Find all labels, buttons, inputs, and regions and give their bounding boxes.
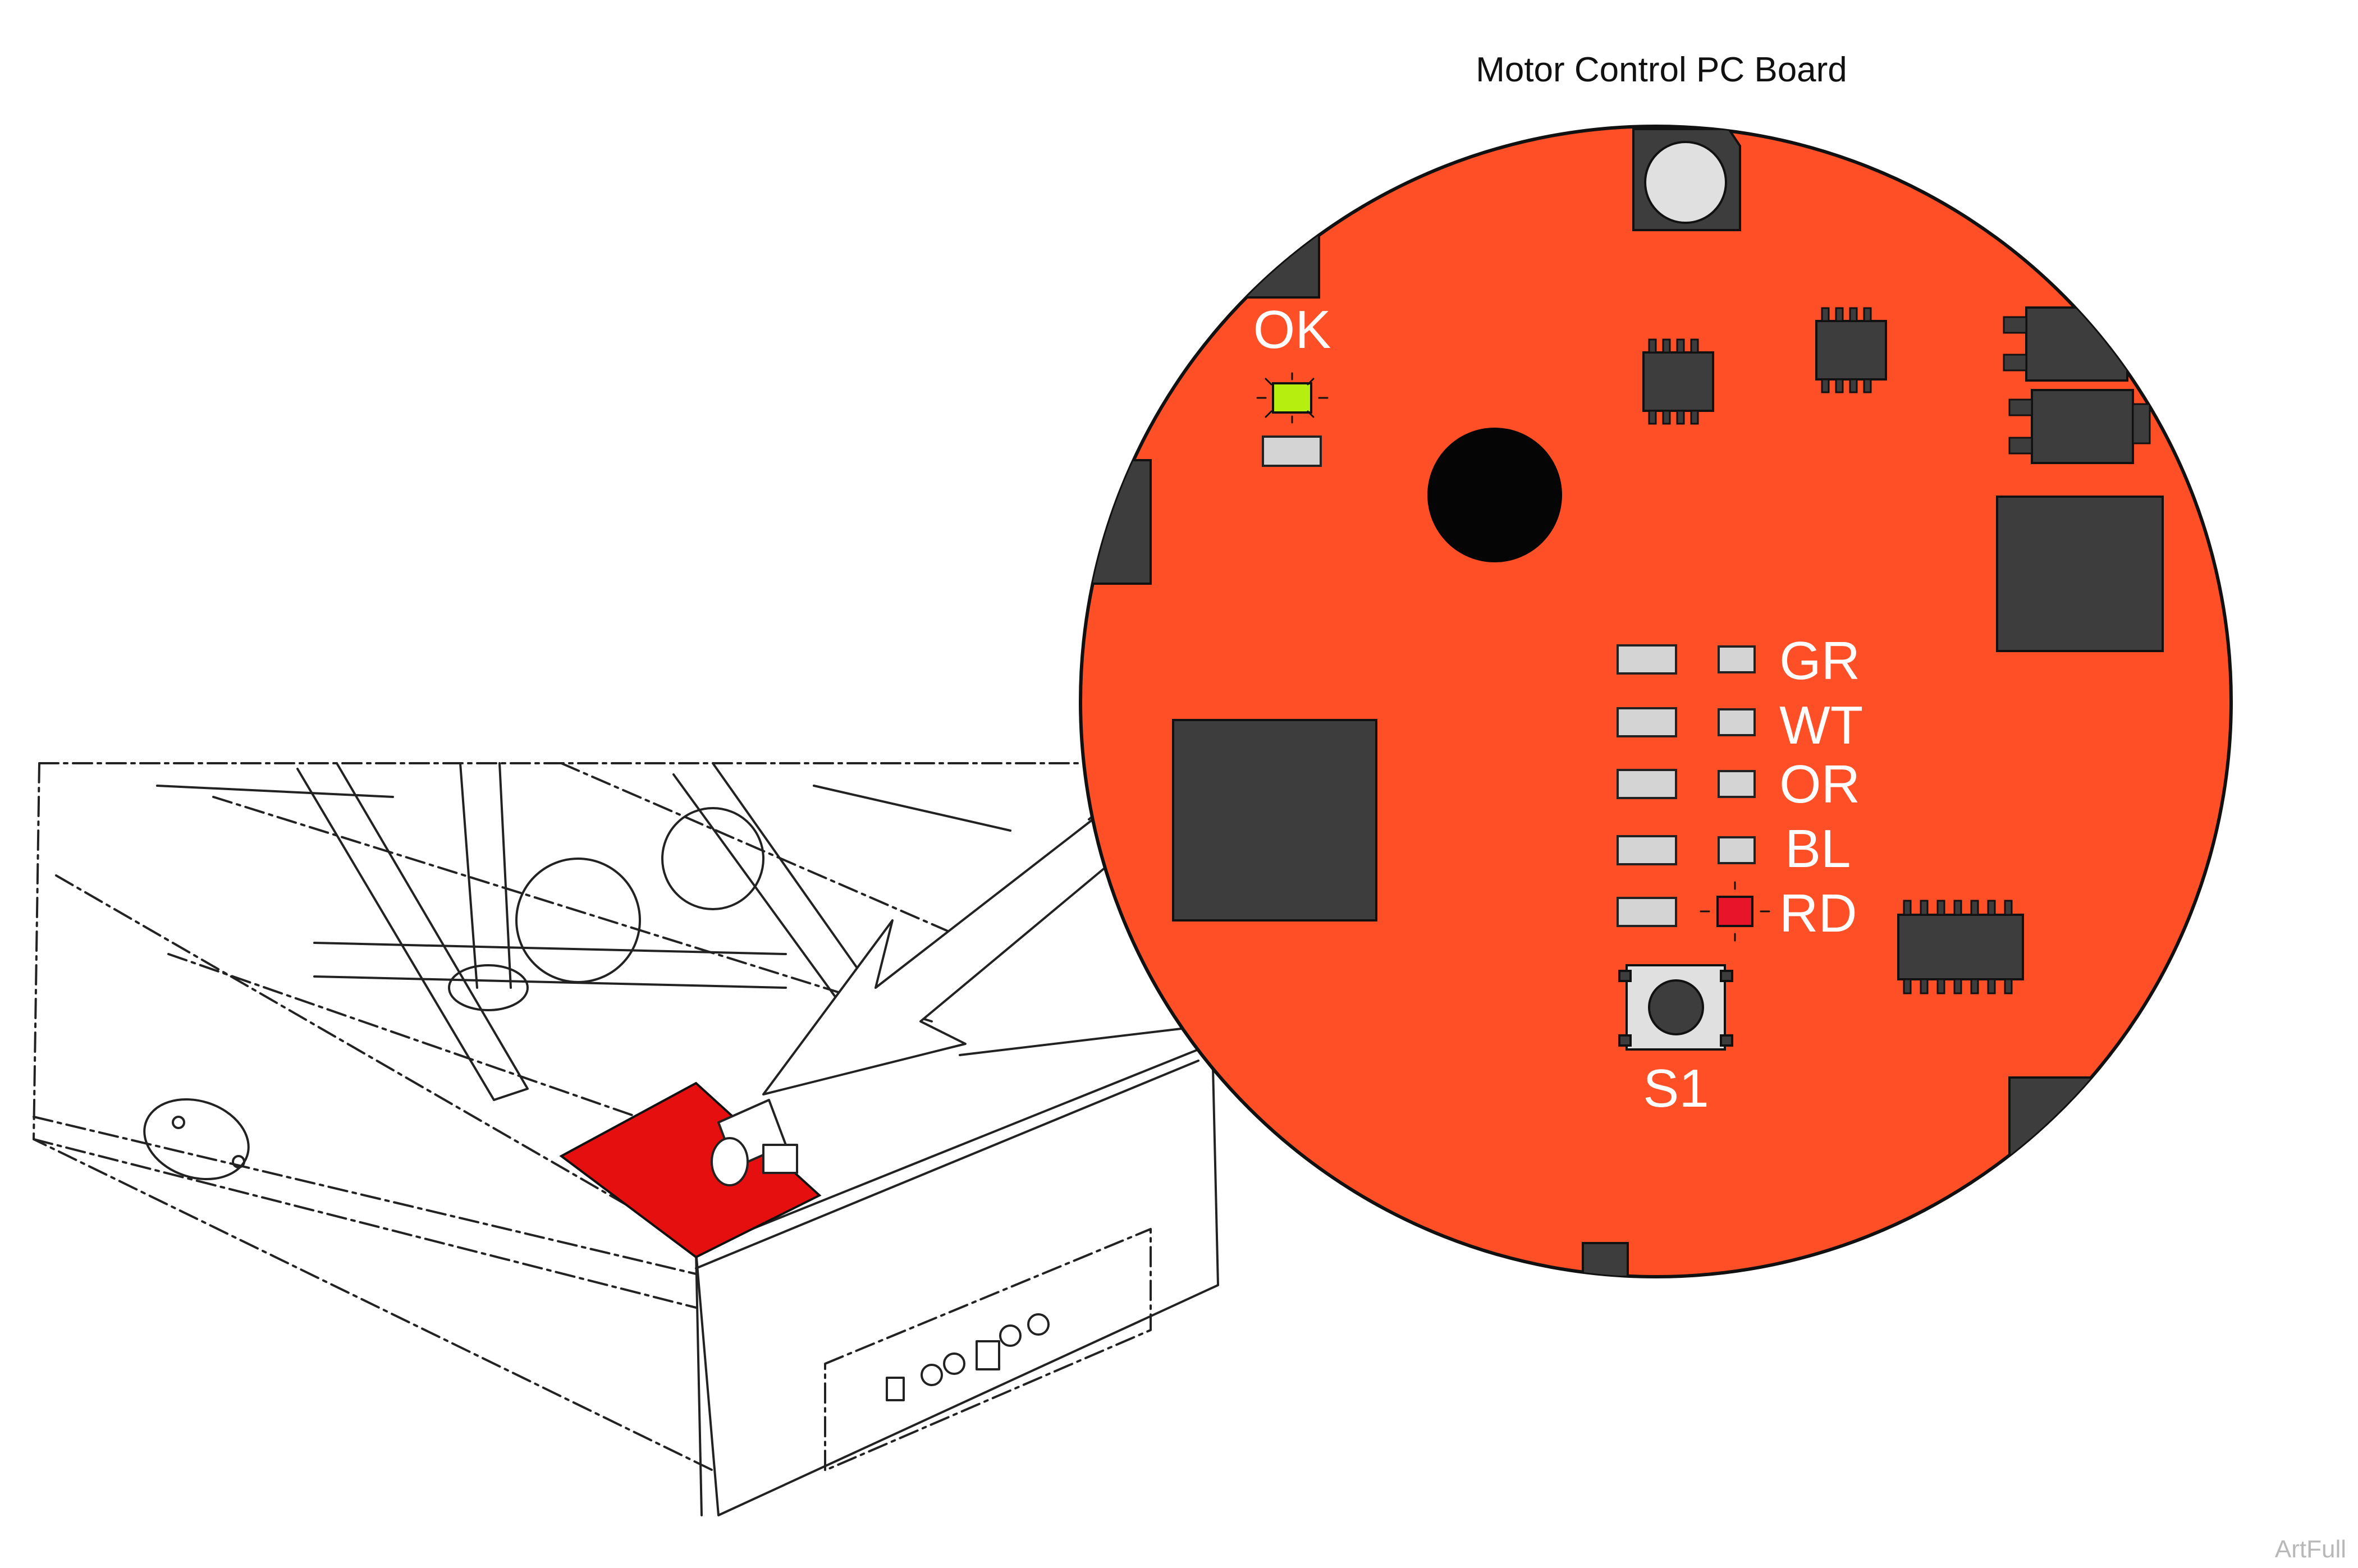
front-port xyxy=(999,1324,1022,1347)
ic-pin xyxy=(1903,978,1912,994)
connector-label-or: OR xyxy=(1779,754,1860,814)
front-port xyxy=(1027,1313,1050,1336)
access-port-screw xyxy=(232,1155,245,1168)
connector-pad-rd xyxy=(1617,897,1677,927)
mounting-hole xyxy=(1427,428,1562,562)
base-housing-illustration xyxy=(33,762,1219,1516)
led-pad-gr xyxy=(1718,645,1756,673)
switch-label-s1: S1 xyxy=(1643,1058,1709,1118)
large-ic-left xyxy=(1172,719,1377,921)
ic-pin xyxy=(1936,900,1945,916)
large-ic-right xyxy=(1996,496,2164,652)
cylinder-rod xyxy=(459,762,512,989)
housing-pcb-relay xyxy=(762,1144,798,1174)
front-port xyxy=(943,1352,965,1375)
ic-pin xyxy=(1920,978,1929,994)
ok-label: OK xyxy=(1253,300,1331,360)
watermark: ArtFull xyxy=(2275,1535,2346,1563)
front-connector xyxy=(976,1340,1000,1370)
power-transistor-lower xyxy=(2008,389,2151,464)
tactile-switch-s1 xyxy=(1618,964,1733,1051)
trimmer-knob xyxy=(1644,141,1727,224)
switch-button-icon xyxy=(1648,979,1704,1035)
scissor-arm-left xyxy=(296,762,529,1101)
callout-leader-bottom xyxy=(959,1026,1197,1056)
ic-pin xyxy=(1970,978,1979,994)
ok-led-pad xyxy=(1262,435,1322,467)
ic-pin xyxy=(2004,900,2013,916)
ic-pin xyxy=(1920,900,1929,916)
status-led-rd xyxy=(1700,881,1770,942)
edge-connector-bottom xyxy=(1582,1242,1629,1277)
scissor-crossbar xyxy=(313,942,787,989)
cylinder-base xyxy=(448,964,529,1011)
housing-pcb xyxy=(559,1081,822,1259)
front-connector-panel xyxy=(824,1228,1152,1471)
housing-inner-frame xyxy=(55,762,989,1253)
ic-soic14 xyxy=(1897,900,2024,994)
ic-pin xyxy=(1953,900,1962,916)
ok-led-indicator xyxy=(1272,382,1312,414)
callout-arrow xyxy=(762,813,1124,1095)
ic-pin xyxy=(1953,978,1962,994)
motor-control-board-zoom: OK GR WT OR BL RD S1 xyxy=(1079,125,2233,1278)
access-port-screw xyxy=(172,1116,185,1129)
rd-led-glow-icon xyxy=(1700,881,1770,942)
edge-connector-bottom-right xyxy=(2008,1076,2095,1180)
housing-front-rim xyxy=(695,1060,1199,1269)
led-pad-wt xyxy=(1718,708,1756,736)
ic-pin xyxy=(1936,978,1945,994)
connector-label-rd: RD xyxy=(1779,883,1857,943)
front-connector xyxy=(886,1377,905,1401)
ic-pin xyxy=(2004,978,2013,994)
interior-pulley xyxy=(661,807,764,910)
status-led-ok xyxy=(1256,372,1329,424)
ic-pin xyxy=(1970,900,1979,916)
diagram-title: Motor Control PC Board xyxy=(1476,51,1847,89)
connector-pad-gr xyxy=(1617,644,1677,675)
ic-soic8-left xyxy=(1642,338,1714,425)
housing-front-face xyxy=(695,1043,1219,1516)
rd-led-indicator xyxy=(1716,896,1753,927)
connector-label-wt: WT xyxy=(1779,695,1863,755)
ok-led-glow-icon xyxy=(1256,372,1329,424)
interior-strut xyxy=(156,785,1011,832)
interior-motor xyxy=(515,858,641,983)
ic-pin xyxy=(1903,900,1912,916)
connector-label-bl: BL xyxy=(1785,819,1851,879)
ic-soic8-right xyxy=(1815,307,1887,393)
ic-pin xyxy=(1987,900,1996,916)
housing-side-face xyxy=(33,1116,697,1309)
housing-pcb-capacitor xyxy=(711,1137,749,1186)
front-port xyxy=(921,1364,943,1386)
connector-pad-wt xyxy=(1617,707,1677,737)
access-port-oval xyxy=(143,1098,250,1181)
wire-connector-pads xyxy=(1617,644,1756,927)
edge-connector-top-left xyxy=(1234,212,1320,299)
led-pad-or xyxy=(1718,770,1756,798)
connector-label-gr: GR xyxy=(1779,631,1860,691)
ic-pin xyxy=(1987,978,1996,994)
housing-corner xyxy=(695,1250,703,1516)
connector-pad-or xyxy=(1617,769,1677,799)
led-pad-bl xyxy=(1718,836,1756,864)
connector-pad-bl xyxy=(1617,835,1677,865)
